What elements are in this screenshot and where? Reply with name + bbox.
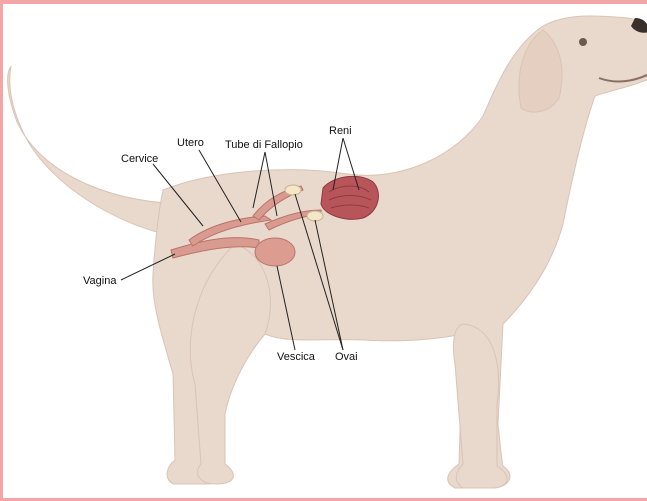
kidney-organ xyxy=(321,176,378,219)
label-reni: Reni xyxy=(329,125,352,137)
label-tube-di-fallopio: Tube di Fallopio xyxy=(225,139,303,151)
label-ovai: Ovai xyxy=(335,351,358,363)
dog-silhouette xyxy=(8,16,647,488)
label-cervice: Cervice xyxy=(121,153,158,165)
dog-eye xyxy=(579,38,587,46)
label-vescica: Vescica xyxy=(277,351,316,363)
ovary-right xyxy=(307,211,323,221)
bladder-organ xyxy=(255,238,295,266)
label-vagina: Vagina xyxy=(83,275,117,287)
label-utero: Utero xyxy=(177,137,204,149)
ovary-left xyxy=(285,185,301,195)
dog-reproductive-diagram: Cervice Utero Tube di Fallopio Reni Vagi… xyxy=(3,4,647,501)
